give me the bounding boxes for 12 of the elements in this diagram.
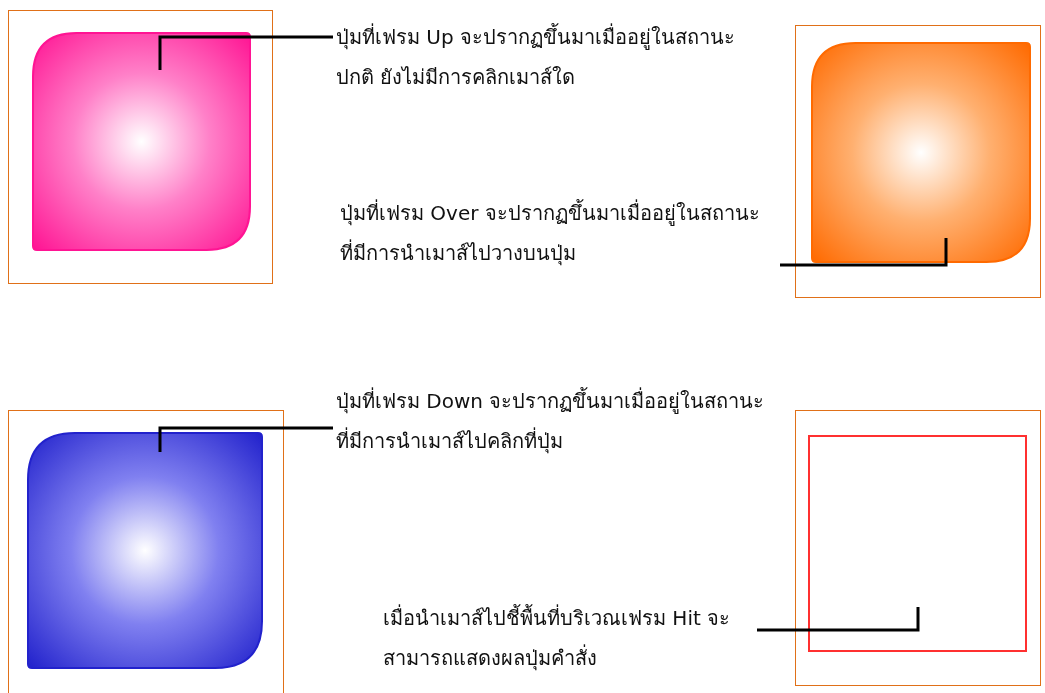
hit-area-outline — [808, 435, 1027, 652]
button-drawing — [33, 33, 250, 250]
leader-line — [158, 35, 333, 70]
callout-text: ปุ่มที่เฟรม Down จะปรากฏขึ้นมาเมื่ออยู่ในสถานะที่มีการนำเมาส์ไปคลิกที่ปุ่ม — [336, 381, 766, 461]
callout-text: เมื่อนำเมาส์ไปชี้พื้นที่บริเวณเฟรม Hit จะสามารถแสดงผลปุ่มคำสั่ง — [383, 598, 783, 678]
leader-line — [780, 238, 948, 267]
callout-text: ปุ่มที่เฟรม Over จะปรากฏขึ้นมาเมื่ออยู่ในสถานะที่มีการนำเมาส์ไปวางบนปุ่ม — [340, 193, 770, 273]
leader-line — [158, 426, 333, 452]
leader-line — [757, 607, 920, 632]
button-drawing — [812, 43, 1030, 262]
button-drawing — [28, 433, 262, 668]
callout-text: ปุ่มที่เฟรม Up จะปรากฏขึ้นมาเมื่ออยู่ในสถานะปกติ ยังไม่มีการคลิกเมาส์ใด — [336, 17, 756, 97]
